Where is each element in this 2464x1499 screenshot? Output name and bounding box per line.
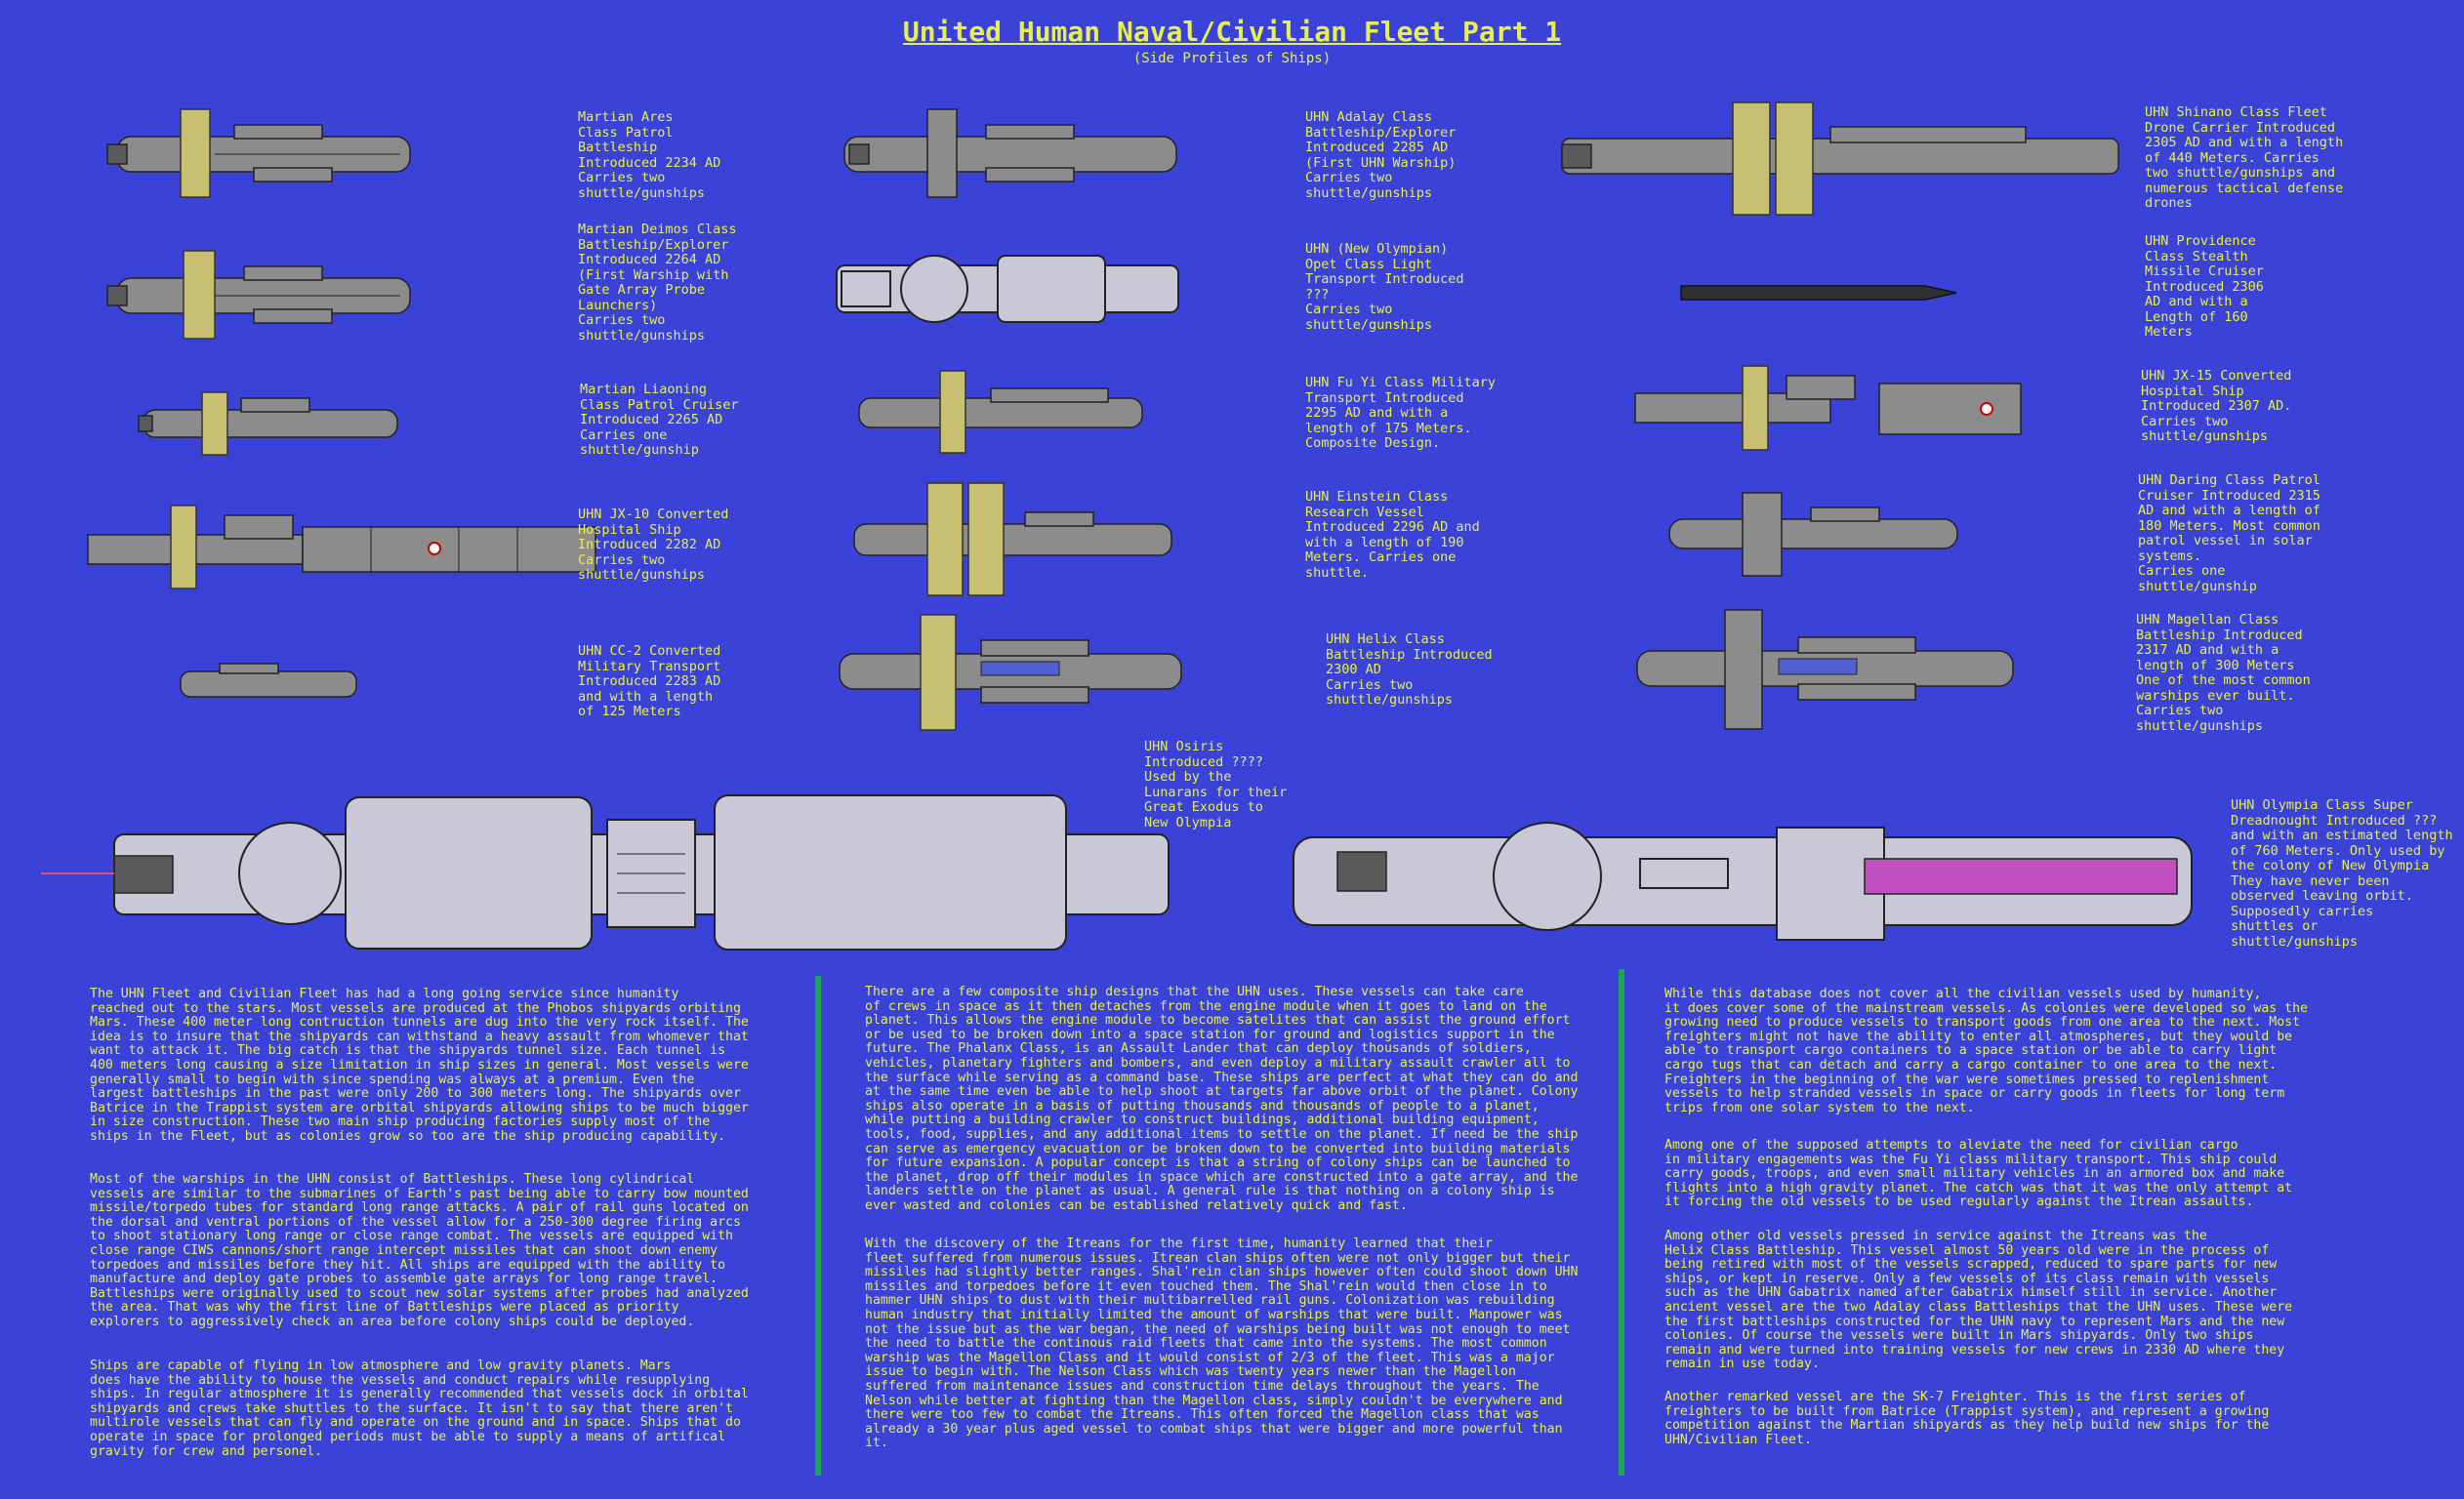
caption-martian-ares: Martian Ares Class Patrol Battleship Int… — [578, 109, 721, 201]
ship-uhn-fu-yi-drawing — [858, 370, 1143, 454]
caption-uhn-jx15: UHN JX-15 Converted Hospital Ship Introd… — [2141, 368, 2292, 444]
ship-uhn-shinano-drawing — [1561, 101, 2119, 216]
caption-martian-deimos: Martian Deimos Class Battleship/Explorer… — [578, 222, 737, 344]
caption-uhn-olympia: UHN Olympia Class Super Dreadnought Intr… — [2231, 797, 2453, 950]
ship-uhn-helix-drawing — [839, 614, 1182, 731]
ship-uhn-osiris-drawing — [41, 794, 1170, 951]
caption-uhn-jx10: UHN JX-10 Converted Hospital Ship Introd… — [578, 506, 729, 583]
page-title: United Human Naval/Civilian Fleet Part 1 — [902, 16, 1562, 48]
paragraph-col2-1: There are a few composite ship designs t… — [865, 985, 1579, 1213]
paragraph-col1-3: Ships are capable of flying in low atmos… — [90, 1358, 749, 1459]
paragraph-col1-2: Most of the warships in the UHN consist … — [90, 1172, 749, 1329]
paragraph-col3-2: Among one of the supposed attempts to al… — [1664, 1138, 2293, 1210]
caption-uhn-einstein: UHN Einstein Class Research Vessel Intro… — [1305, 489, 1480, 581]
caption-uhn-providence: UHN Providence Class Stealth Missile Cru… — [2145, 233, 2264, 340]
ship-martian-deimos-drawing — [106, 250, 411, 340]
column-divider-left — [815, 976, 821, 1476]
column-divider-right — [1619, 969, 1624, 1476]
caption-uhn-osiris: UHN Osiris Introduced ???? Used by the L… — [1144, 739, 1288, 831]
ship-uhn-daring-drawing — [1668, 492, 1958, 577]
caption-uhn-shinano: UHN Shinano Class Fleet Drone Carrier In… — [2145, 104, 2344, 211]
ship-uhn-magellan-drawing — [1636, 609, 2014, 730]
paragraph-col1-1: The UHN Fleet and Civilian Fleet has had… — [90, 987, 749, 1144]
caption-uhn-magellan: UHN Magellan Class Battleship Introduced… — [2136, 612, 2311, 734]
caption-uhn-adalay: UHN Adalay Class Battleship/Explorer Int… — [1305, 109, 1457, 201]
page-subtitle: (Side Profiles of Ships) — [1132, 51, 1332, 66]
caption-uhn-cc2: UHN CC-2 Converted Military Transport In… — [578, 643, 721, 719]
caption-uhn-daring: UHN Daring Class Patrol Cruiser Introduc… — [2138, 472, 2320, 594]
paragraph-col3-4: Another remarked vessel are the SK-7 Fre… — [1664, 1390, 2270, 1447]
caption-uhn-helix: UHN Helix Class Battleship Introduced 23… — [1326, 631, 1493, 708]
ship-uhn-new-olympian-drawing — [836, 255, 1179, 323]
paragraph-col3-1: While this database does not cover all t… — [1664, 987, 2308, 1115]
ship-uhn-cc2-drawing — [180, 663, 357, 698]
ship-martian-liaoning-drawing — [138, 391, 398, 456]
ship-uhn-einstein-drawing — [853, 482, 1172, 596]
caption-martian-liaoning: Martian Liaoning Class Patrol Cruiser In… — [580, 382, 739, 458]
paragraph-col3-3: Among other old vessels pressed in servi… — [1664, 1229, 2293, 1372]
caption-uhn-fu-yi: UHN Fu Yi Class Military Transport Intro… — [1305, 375, 1497, 451]
ship-uhn-providence-drawing — [1680, 285, 1957, 301]
paragraph-col2-2: With the discovery of the Itreans for th… — [865, 1236, 1579, 1451]
ship-uhn-adalay-drawing — [843, 108, 1177, 198]
ship-uhn-jx15-drawing — [1634, 365, 2022, 451]
ship-uhn-jx10-drawing — [87, 505, 596, 589]
ship-uhn-olympia-drawing — [1293, 822, 2193, 941]
ship-martian-ares-drawing — [106, 108, 411, 198]
caption-uhn-new-olympian: UHN (New Olympian) Opet Class Light Tran… — [1305, 241, 1464, 333]
